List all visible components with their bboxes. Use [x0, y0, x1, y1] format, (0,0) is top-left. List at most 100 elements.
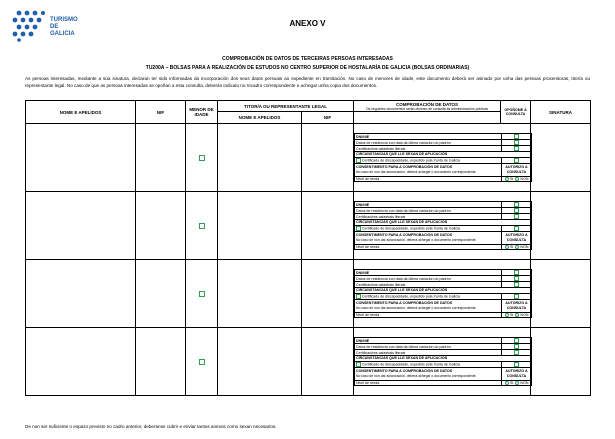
consent-label: CONSENTIMENTO PARA A COMPROBACIÓN DE DAT…	[356, 301, 453, 306]
header-tutor: TITOR/A OU REPRESENTANTE LEGAL	[216, 100, 355, 112]
nif-cell[interactable]	[135, 191, 186, 260]
oppose-cadastre-checkbox[interactable]	[513, 282, 519, 288]
signature-cell[interactable]	[530, 191, 592, 260]
name-cell[interactable]	[25, 191, 136, 260]
minor-cell	[185, 259, 218, 328]
income-no-radio[interactable]	[515, 244, 520, 249]
annex-title: ANEXO V	[289, 19, 326, 28]
income-yes-label: SI	[510, 380, 514, 385]
income-label: Nivel de renda	[354, 175, 503, 182]
oppose-cadastre-checkbox[interactable]	[513, 146, 519, 152]
income-yes-label: SI	[510, 244, 514, 249]
income-no-label: NON	[520, 244, 529, 249]
oppose-disability-checkbox[interactable]	[513, 293, 519, 299]
income-no-label: NON	[520, 312, 529, 317]
minor-checkbox[interactable]	[198, 358, 205, 365]
authorize-label: AUTORIZO A CONSULTA	[501, 366, 533, 381]
signature-cell[interactable]	[530, 327, 592, 396]
signature-cell[interactable]	[530, 123, 592, 192]
disability-checkbox[interactable]	[356, 361, 362, 367]
tutor-name-cell[interactable]	[217, 259, 302, 328]
person-row: DNI/NIE Datos de residencia con data da …	[25, 191, 592, 260]
minor-checkbox[interactable]	[198, 290, 205, 297]
oppose-disability-checkbox[interactable]	[513, 361, 519, 367]
person-row: DNI/NIE Datos de residencia con data da …	[25, 123, 592, 192]
disability-label: Certificado de discapacidade, expedido p…	[362, 157, 460, 162]
oppose-disability-checkbox[interactable]	[513, 225, 519, 231]
oppose-dni-checkbox[interactable]	[513, 134, 519, 140]
tutor-nif-cell[interactable]	[300, 327, 355, 396]
tutor-nif-cell[interactable]	[300, 191, 355, 260]
consent-item: CONSENTIMENTO PARA A COMPROBACIÓN DE DAT…	[354, 298, 503, 313]
oppose-dni-checkbox[interactable]	[513, 338, 519, 344]
oppose-disability-checkbox[interactable]	[513, 157, 519, 163]
minor-cell	[185, 123, 218, 192]
oppose-residence-checkbox[interactable]	[513, 208, 519, 214]
consent-label: CONSENTIMENTO PARA A COMPROBACIÓN DE DAT…	[356, 165, 453, 170]
disability-checkbox[interactable]	[356, 157, 362, 163]
minor-checkbox[interactable]	[198, 222, 205, 229]
person-row: DNI/NIE Datos de residencia con data da …	[25, 259, 592, 328]
data-check-cell: DNI/NIE Datos de residencia con data da …	[353, 123, 533, 192]
income-no-radio[interactable]	[515, 312, 520, 317]
consent-label: CONSENTIMENTO PARA A COMPROBACIÓN DE DAT…	[356, 369, 453, 374]
consent-note: No caso de non dar autorización, deberá …	[356, 373, 477, 378]
oppose-cadastre-checkbox[interactable]	[513, 214, 519, 220]
header-signature: SINATURA	[530, 100, 592, 124]
header-tutor-nif: NIF	[300, 111, 355, 124]
income-yes-radio[interactable]	[505, 380, 510, 385]
logo-text-line-2: DE	[50, 24, 59, 30]
data-check-cell: DNI/NIE Datos de residencia con data da …	[353, 191, 533, 260]
income-no-radio[interactable]	[515, 380, 520, 385]
consent-note: No caso de non dar autorización, deberá …	[356, 169, 477, 174]
consent-note: No caso de non dar autorización, deberá …	[356, 305, 477, 310]
tutor-nif-cell[interactable]	[300, 123, 355, 192]
data-check-table: DNI/NIE Datos de residencia con data da …	[354, 269, 533, 318]
document-title: COMPROBACIÓN DE DATOS DE TERCEIRAS PERSO…	[222, 56, 393, 62]
data-check-table: DNI/NIE Datos de residencia con data da …	[354, 133, 533, 182]
name-cell[interactable]	[25, 327, 136, 396]
name-cell[interactable]	[25, 123, 136, 192]
income-label: Nivel de renda	[354, 311, 503, 318]
footer-note: De non ser suficiente o espazo previsto …	[25, 424, 277, 429]
income-yes-radio[interactable]	[505, 312, 510, 317]
income-no-radio[interactable]	[515, 176, 520, 181]
tutor-name-cell[interactable]	[217, 191, 302, 260]
header-oppose: OPÓÑOME Á CONSULTA	[500, 100, 532, 124]
oppose-cadastre-checkbox[interactable]	[513, 350, 519, 356]
disability-checkbox[interactable]	[356, 293, 362, 299]
authorize-label: AUTORIZO A CONSULTA	[501, 230, 533, 245]
header-tutor-name: NOME E APELIDOS	[217, 111, 302, 124]
header-data-check-note: Os seguintes documentos serán obxecto de…	[365, 106, 489, 111]
income-yes-radio[interactable]	[505, 176, 510, 181]
nif-cell[interactable]	[135, 327, 186, 396]
galicia-emblem-icon	[12, 10, 45, 42]
nif-cell[interactable]	[135, 259, 186, 328]
consent-item: CONSENTIMENTO PARA A COMPROBACIÓN DE DAT…	[354, 230, 503, 245]
disability-label: Certificado de discapacidade, expedido p…	[362, 225, 460, 230]
intro-paragraph: As persoas interesadas, mediante a súa s…	[25, 76, 590, 89]
nif-cell[interactable]	[135, 123, 186, 192]
consent-label: CONSENTIMENTO PARA A COMPROBACIÓN DE DAT…	[356, 233, 453, 238]
oppose-residence-checkbox[interactable]	[513, 276, 519, 282]
disability-label: Certificado de discapacidade, expedido p…	[362, 293, 460, 298]
income-yes-label: SI	[510, 312, 514, 317]
minor-checkbox[interactable]	[198, 154, 205, 161]
oppose-residence-checkbox[interactable]	[513, 140, 519, 146]
signature-cell[interactable]	[530, 259, 592, 328]
header-data-check: COMPROBACIÓN DE DATOS Os seguintes docum…	[353, 100, 502, 112]
tutor-nif-cell[interactable]	[300, 259, 355, 328]
oppose-dni-checkbox[interactable]	[513, 202, 519, 208]
income-label: Nivel de renda	[354, 379, 503, 386]
tutor-name-cell[interactable]	[217, 327, 302, 396]
disability-checkbox[interactable]	[356, 225, 362, 231]
tutor-name-cell[interactable]	[217, 123, 302, 192]
oppose-dni-checkbox[interactable]	[513, 270, 519, 276]
oppose-residence-checkbox[interactable]	[513, 344, 519, 350]
consent-note: No caso de non dar autorización, deberá …	[356, 237, 477, 242]
authorize-label: AUTORIZO A CONSULTA	[501, 298, 533, 313]
header-name: NOME E APELIDOS	[25, 100, 136, 124]
minor-cell	[185, 191, 218, 260]
income-yes-radio[interactable]	[505, 244, 510, 249]
name-cell[interactable]	[25, 259, 136, 328]
